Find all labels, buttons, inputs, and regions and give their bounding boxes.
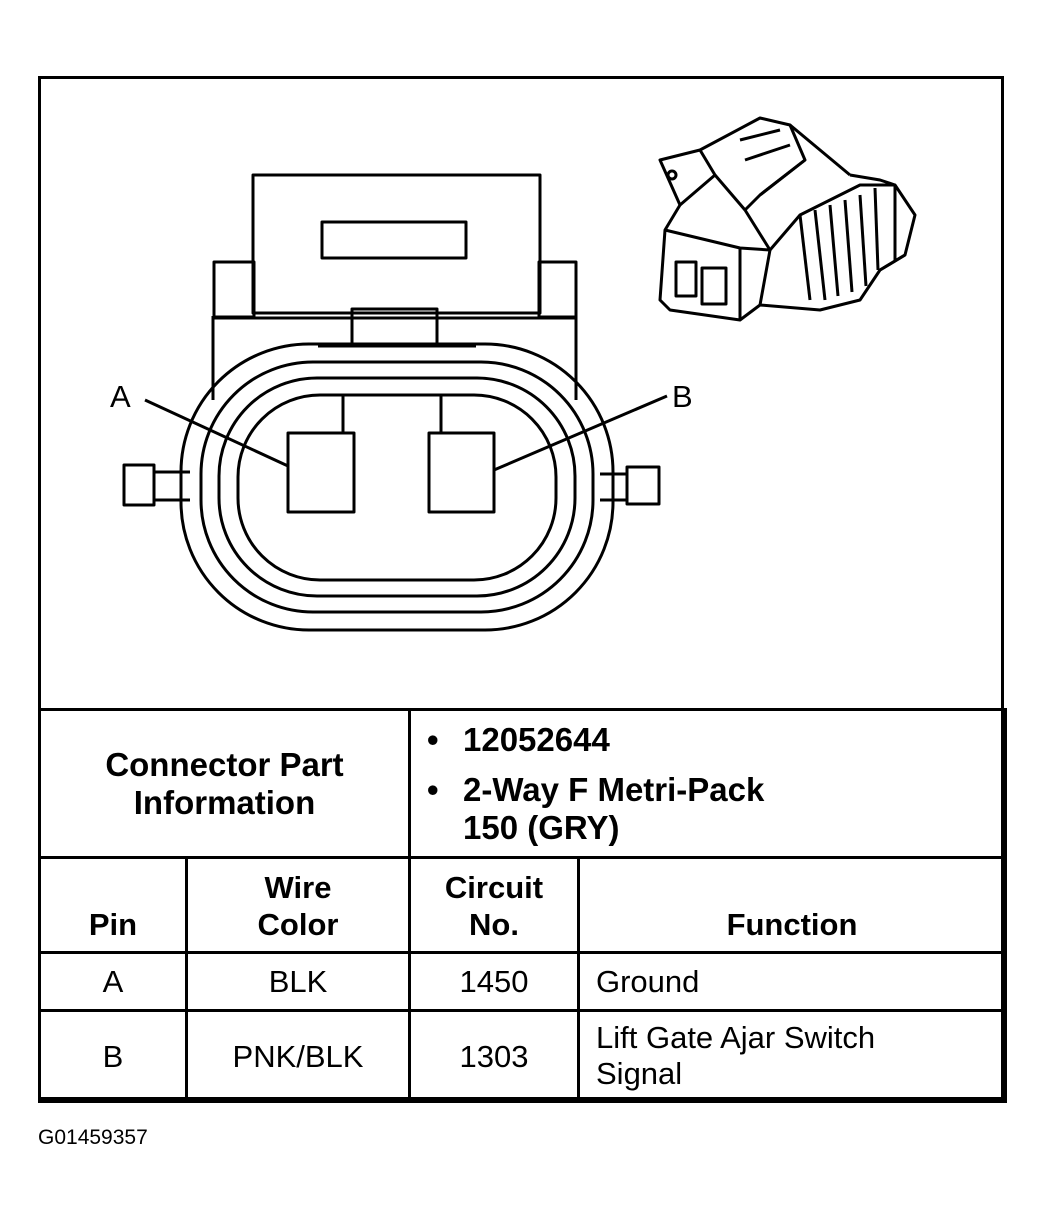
connector-part-info-row: Connector Part Information • 12052644 • … xyxy=(38,708,1007,859)
table-row: B PNK/BLK 1303 Lift Gate Ajar Switch Sig… xyxy=(38,1009,1007,1103)
wire-color-cell: PNK/BLK xyxy=(185,1009,411,1103)
pin-a-cavity xyxy=(286,431,356,514)
header-circuit: Circuit No. xyxy=(408,856,580,954)
function-line1: Lift Gate Ajar Switch xyxy=(596,1020,876,1055)
circuit-cell: 1303 xyxy=(408,1009,580,1103)
pin-cavities xyxy=(286,396,496,514)
connector-diagram: A B xyxy=(110,116,917,632)
connector-part-info-value: • 12052644 • 2-Way F Metri-Pack 150 (GRY… xyxy=(408,708,1007,859)
bullet-icon: • xyxy=(427,770,439,808)
header-pin-label: Pin xyxy=(88,907,138,942)
part-number: 12052644 xyxy=(463,720,610,758)
part-number-item: • 12052644 xyxy=(427,720,1004,759)
header-wire-line1: Wire xyxy=(264,870,332,905)
connector-side-tabs xyxy=(122,463,661,507)
function-cell: Lift Gate Ajar Switch Signal xyxy=(577,1009,1007,1103)
connector-part-info-label: Connector Part Information xyxy=(38,708,411,859)
header-pin: Pin xyxy=(38,856,188,954)
header-function: Function xyxy=(577,856,1007,954)
pin-a-label: A xyxy=(110,379,131,414)
wire-color-cell: BLK xyxy=(185,951,411,1012)
pin-cell: B xyxy=(38,1009,188,1103)
header-circuit-line2: No. xyxy=(469,907,519,942)
connector-part-label-line1: Connector Part xyxy=(105,745,344,783)
connector-type-item: • 2-Way F Metri-Pack xyxy=(427,770,1004,809)
connector-latch xyxy=(211,173,578,400)
header-wire-line2: Color xyxy=(257,907,339,942)
header-circuit-line1: Circuit xyxy=(444,870,544,905)
connector-part-label-line2: Information xyxy=(133,783,316,821)
function-cell: Ground xyxy=(577,951,1007,1012)
leader-line-b xyxy=(493,394,668,472)
pin-table-header-row: Pin Wire Color Circuit No. Function xyxy=(38,856,1007,954)
pin-b-label: B xyxy=(672,379,693,414)
function-line1: Ground xyxy=(596,963,700,999)
header-function-label: Function xyxy=(726,907,858,942)
pin-b-cavity xyxy=(427,431,496,514)
connector-info-table: Connector Part Information • 12052644 • … xyxy=(38,708,1007,1103)
circuit-cell: 1450 xyxy=(408,951,580,1012)
connector-type-line2: 150 (GRY) xyxy=(463,808,620,846)
connector-body xyxy=(179,342,615,632)
connector-3d-illustration xyxy=(658,116,917,322)
pin-cell: A xyxy=(38,951,188,1012)
connector-type-line1: 2-Way F Metri-Pack xyxy=(463,770,765,808)
function-line2: Signal xyxy=(596,1056,683,1091)
table-row: A BLK 1450 Ground xyxy=(38,951,1007,1012)
figure-id: G01459357 xyxy=(38,1126,148,1149)
header-wire-color: Wire Color xyxy=(185,856,411,954)
bullet-icon: • xyxy=(427,720,439,758)
leader-line-a xyxy=(144,398,289,468)
